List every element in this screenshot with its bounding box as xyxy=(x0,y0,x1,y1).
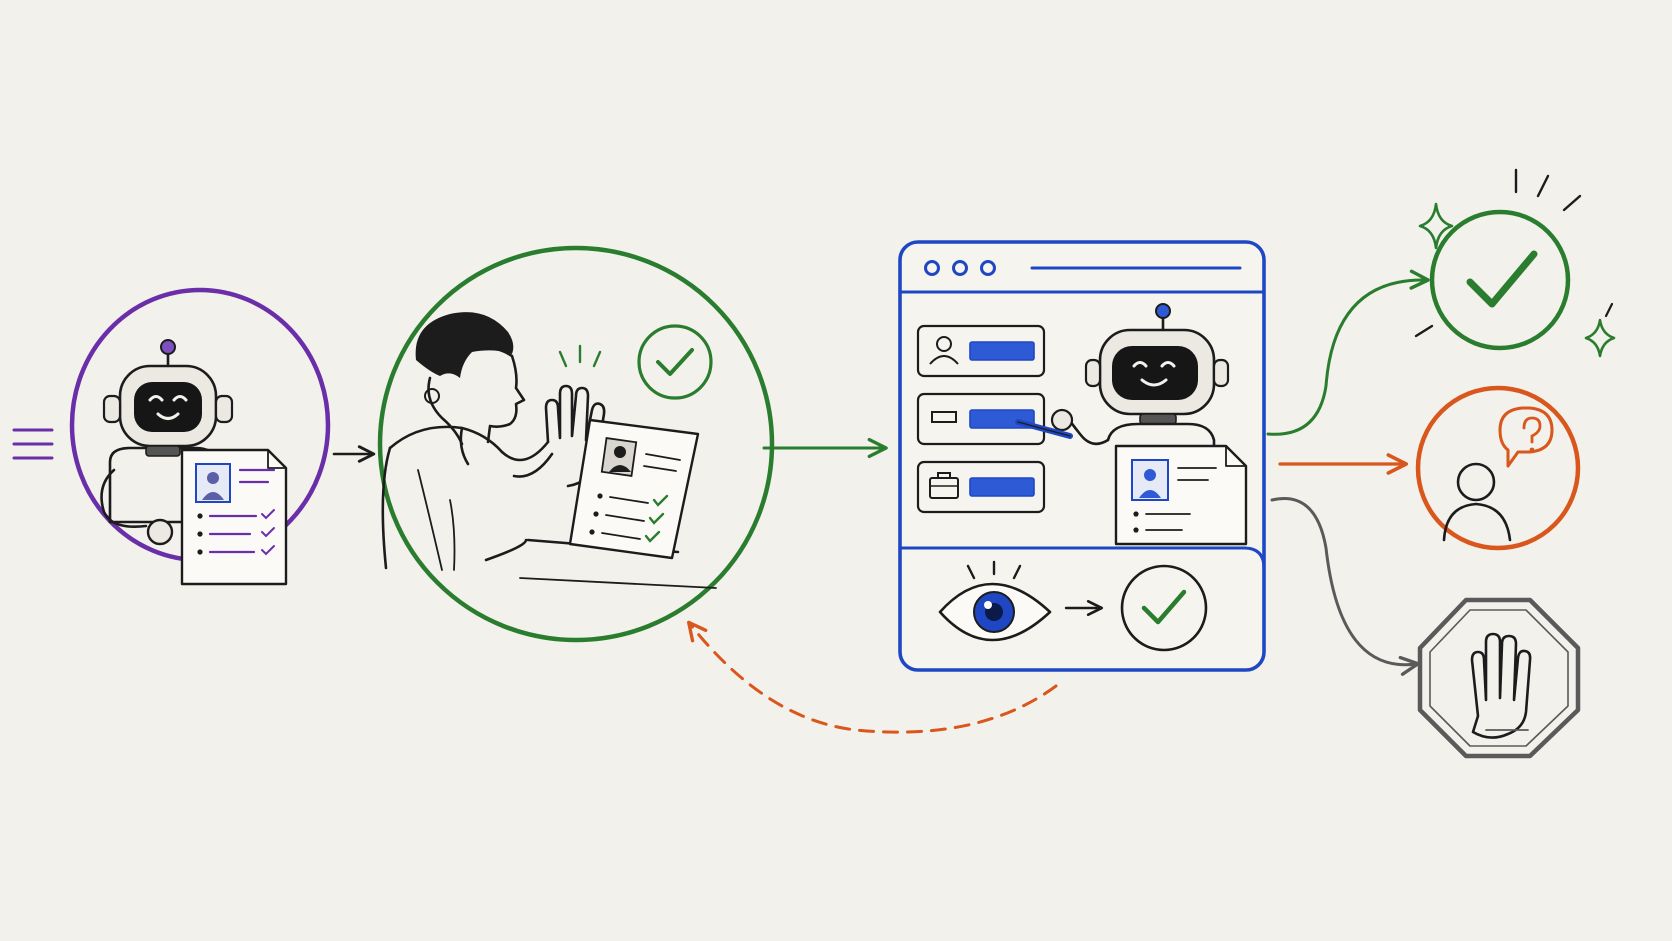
robot-writing-icon xyxy=(1015,303,1248,546)
form-field-name xyxy=(916,324,1046,378)
stop-hand-icon xyxy=(1417,597,1581,759)
eye-to-checkmark-icon xyxy=(900,546,1266,652)
speed-lines-icon xyxy=(12,428,54,460)
green-stage-ring xyxy=(377,245,775,643)
checkmark-sparkle-icon xyxy=(1414,168,1616,358)
arrow-to-stopped xyxy=(1270,497,1420,676)
arrow-to-approved xyxy=(1266,269,1430,436)
robot-with-resume-icon xyxy=(69,287,331,586)
person-raising-hand-icon xyxy=(377,245,775,643)
browser-window-form-icon xyxy=(898,240,1266,672)
form-field-work xyxy=(916,460,1046,514)
feedback-loop-arrow xyxy=(687,620,1058,734)
person-question-icon xyxy=(1415,385,1581,551)
approval-check-icon xyxy=(637,324,713,400)
